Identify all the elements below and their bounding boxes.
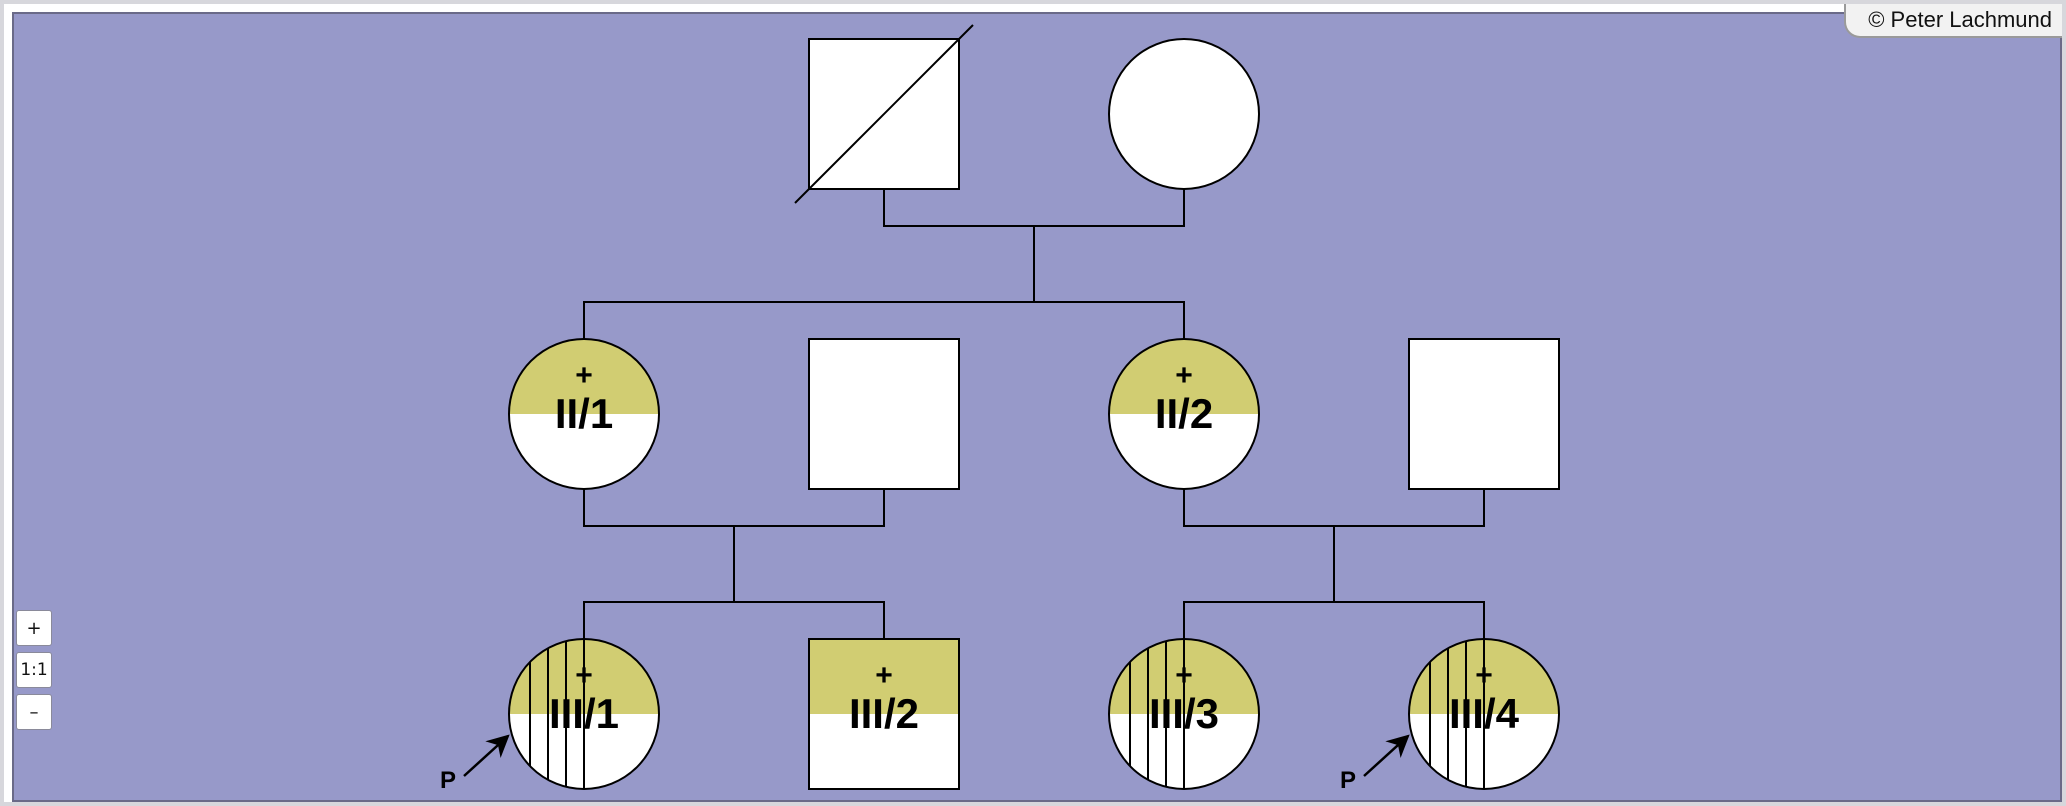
status-plus-marker: + — [575, 359, 593, 392]
symbol-outline — [1108, 638, 1260, 790]
relationship-lines — [583, 189, 1485, 639]
symbol-outline — [808, 638, 960, 790]
pedigree-background — [14, 14, 2060, 800]
proband-label: P — [440, 767, 456, 794]
stripe-pattern — [1429, 639, 1485, 789]
pedigree-diagram[interactable]: +II/1+II/2+III/1P+III/2+III/3+III/4P — [14, 14, 2062, 802]
deceased-slash — [794, 24, 974, 204]
proband-arrow — [1363, 734, 1410, 777]
individual-i-1[interactable] — [794, 24, 974, 204]
affected-fill — [809, 639, 959, 714]
copyright-text: © Peter Lachmund — [1868, 7, 2052, 32]
sibship-line — [583, 301, 1185, 339]
individual-label: III/2 — [849, 690, 919, 737]
symbol-outline — [1108, 38, 1260, 190]
symbol-outline — [1108, 338, 1260, 490]
individual-symbols[interactable]: +II/1+II/2+III/1P+III/2+III/3+III/4P — [440, 24, 1560, 794]
status-plus-marker: + — [1175, 359, 1193, 392]
zoom-controls: + 1:1 – — [16, 610, 52, 730]
individual-iii-3[interactable]: +III/3 — [1108, 638, 1260, 790]
sibship-line — [583, 601, 885, 639]
female-circle — [1109, 39, 1259, 189]
zoom-reset-button[interactable]: 1:1 — [16, 652, 52, 688]
symbol-outline — [1408, 338, 1560, 490]
individual-label: III/3 — [1149, 690, 1219, 737]
individual-ii-1-spouse[interactable] — [808, 338, 960, 490]
symbol-outline — [808, 338, 960, 490]
individual-iii-2[interactable]: +III/2 — [808, 638, 960, 790]
copyright-tab: © Peter Lachmund — [1844, 4, 2062, 38]
individual-label: II/1 — [555, 390, 613, 437]
symbol-outline — [808, 38, 960, 190]
stripe-pattern — [1129, 639, 1185, 789]
male-square — [809, 339, 959, 489]
individual-label: II/2 — [1155, 390, 1213, 437]
status-plus-marker: + — [875, 659, 893, 692]
individual-ii-1[interactable]: +II/1 — [508, 338, 660, 490]
individual-ii-2[interactable]: +II/2 — [1108, 338, 1260, 490]
individual-ii-2-spouse[interactable] — [1408, 338, 1560, 490]
zoom-in-button[interactable]: + — [16, 610, 52, 646]
proband-arrow — [463, 734, 510, 777]
status-plus-marker: + — [1475, 659, 1493, 692]
zoom-out-button[interactable]: – — [16, 694, 52, 730]
individual-iii-4[interactable]: +III/4P — [1340, 638, 1560, 794]
male-square — [1409, 339, 1559, 489]
individual-label: III/1 — [549, 690, 619, 737]
status-plus-marker: + — [1175, 659, 1193, 692]
sibship-line — [1183, 601, 1485, 639]
individual-i-2[interactable] — [1108, 38, 1260, 190]
individual-label: III/4 — [1449, 690, 1520, 737]
symbol-outline — [1408, 638, 1560, 790]
symbol-outline — [508, 638, 660, 790]
proband-label: P — [1340, 767, 1356, 794]
symbol-outline — [508, 338, 660, 490]
status-plus-marker: + — [575, 659, 593, 692]
stripe-pattern — [529, 639, 585, 789]
